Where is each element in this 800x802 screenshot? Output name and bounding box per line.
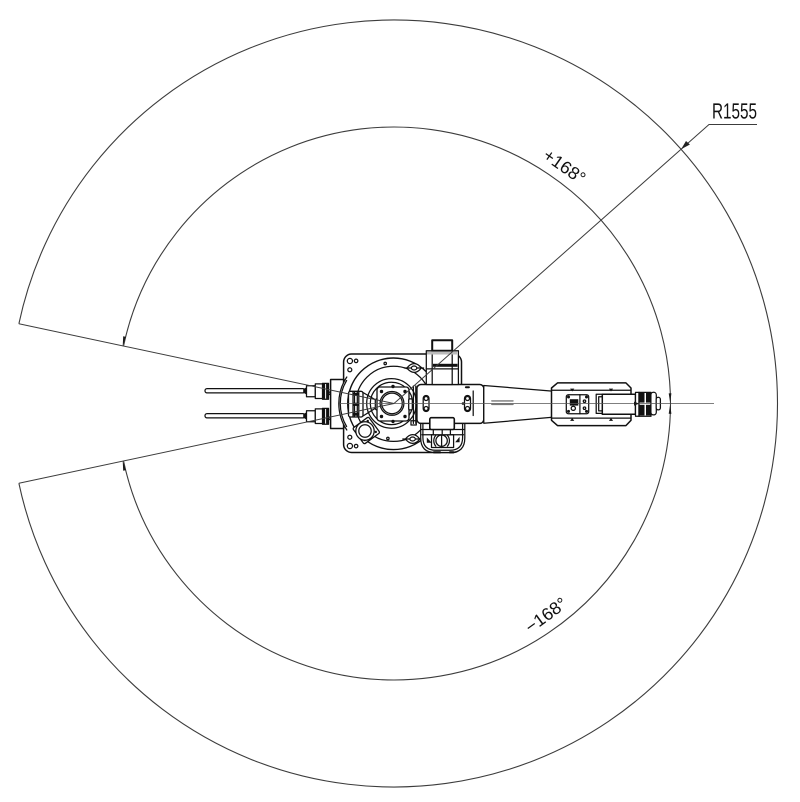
svg-text:R1555: R1555 [712,99,757,124]
